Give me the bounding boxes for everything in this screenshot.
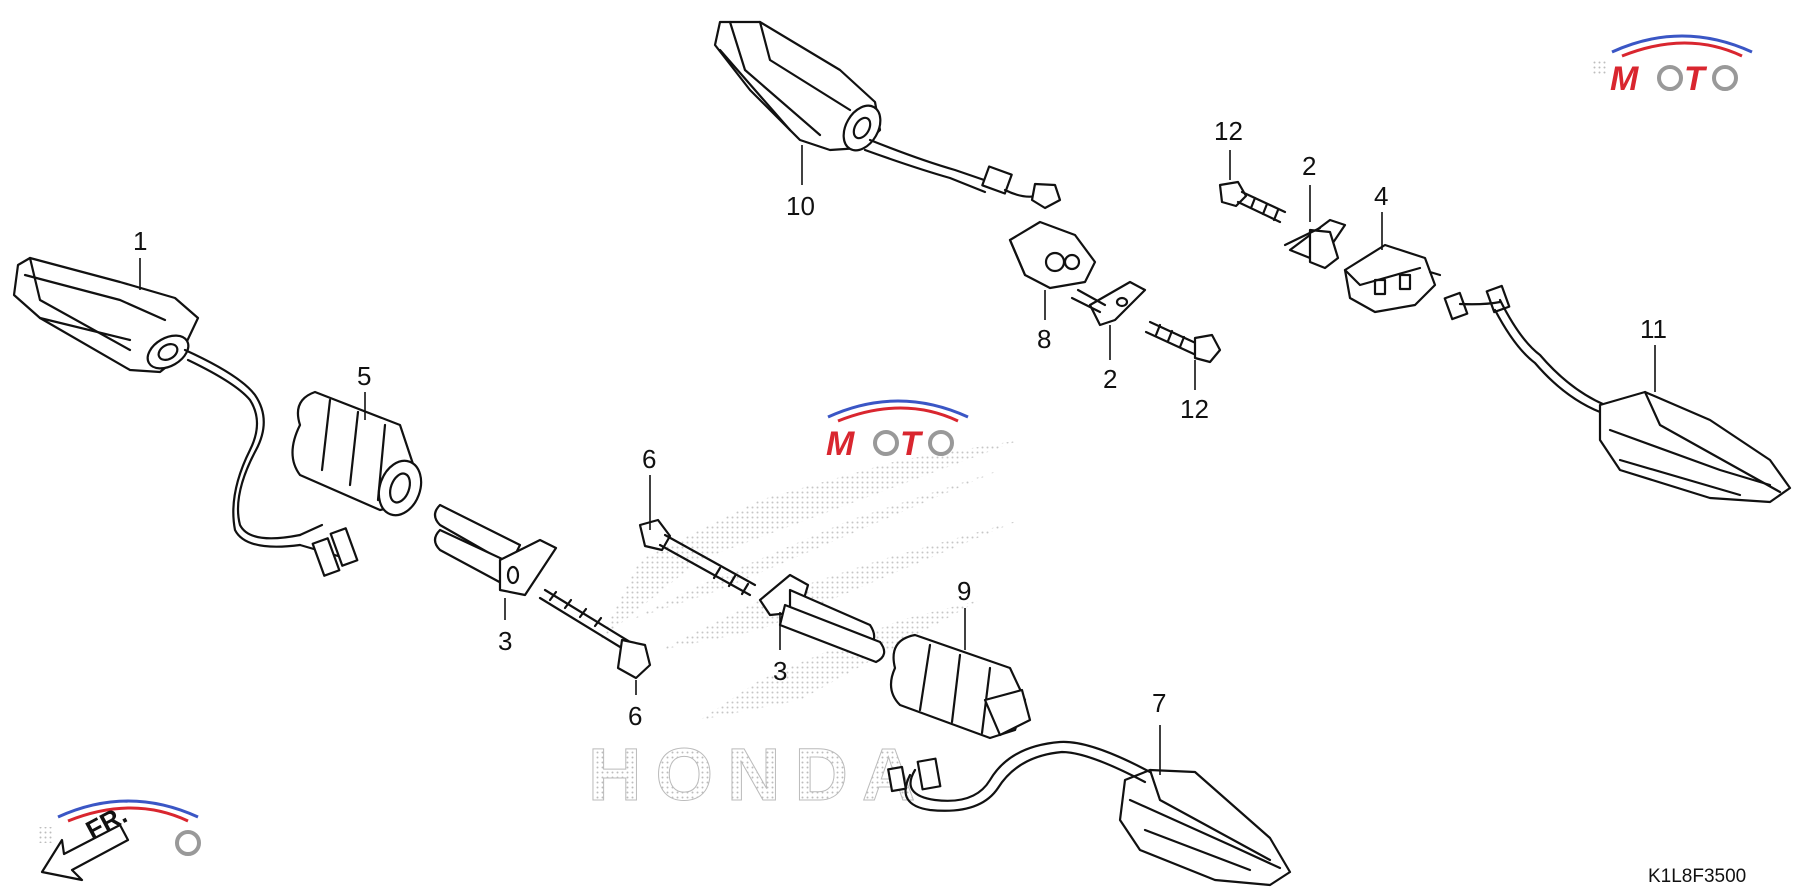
part-11-turn-signal-right: [1443, 284, 1792, 504]
callout-9: 9: [957, 576, 971, 606]
callout-5: 5: [357, 361, 371, 391]
part-12-bolt-lower: [1144, 320, 1222, 364]
svg-text:T: T: [1684, 60, 1708, 98]
callout-6-upper: 6: [642, 444, 656, 474]
honda-wing-watermark: [600, 440, 1020, 720]
part-10-turn-signal-upper: [713, 20, 1062, 210]
callout-labels: 1 2 2 3 3 4 5 6 6 7 8 9 10 11 12 12: [133, 116, 1667, 731]
callout-6-lower: 6: [628, 701, 642, 731]
moto-logo-center: M T: [826, 399, 969, 463]
part-6-bolt-lower: [538, 588, 652, 680]
part-2-bracket-upper: [1283, 218, 1347, 270]
leader-lines: [139, 145, 1656, 775]
part-5-rubber-mount: [291, 390, 423, 517]
moto-logo-bottom-left: [38, 799, 201, 856]
part-6-bolt-upper: [638, 518, 757, 597]
part-12-bolt-upper: [1218, 180, 1287, 224]
callout-4: 4: [1374, 181, 1388, 211]
svg-text:T: T: [900, 425, 924, 463]
callout-2-upper: 2: [1302, 151, 1316, 181]
diagram-part-code: K1L8F3500: [1648, 866, 1746, 887]
part-4-connector-housing: [1343, 243, 1442, 314]
svg-text:M: M: [826, 425, 855, 463]
callout-8: 8: [1037, 324, 1051, 354]
part-7-turn-signal-right: [887, 740, 1292, 887]
part-2-bracket-lower: [1070, 280, 1147, 327]
part-1-turn-signal-left: [12, 256, 359, 577]
callout-3-right: 3: [773, 656, 787, 686]
moto-logo-top-right: M T: [1592, 34, 1753, 98]
part-3-collar-left: [433, 503, 558, 597]
part-9-rubber-mount: [889, 633, 1032, 740]
callout-3-left: 3: [498, 626, 512, 656]
callout-12-lower: 12: [1180, 394, 1209, 424]
part-8-bracket-rubber: [1008, 220, 1097, 290]
honda-watermark-text: HONDA: [588, 733, 929, 816]
part-3-collar-right: [758, 573, 886, 664]
callout-10: 10: [786, 191, 815, 221]
callout-1: 1: [133, 226, 147, 256]
svg-text:M: M: [1610, 60, 1639, 98]
callout-12-upper: 12: [1214, 116, 1243, 146]
callout-2-lower: 2: [1103, 364, 1117, 394]
callout-7: 7: [1152, 688, 1166, 718]
callout-11: 11: [1640, 314, 1667, 344]
front-direction-arrow: FR.: [40, 799, 132, 882]
